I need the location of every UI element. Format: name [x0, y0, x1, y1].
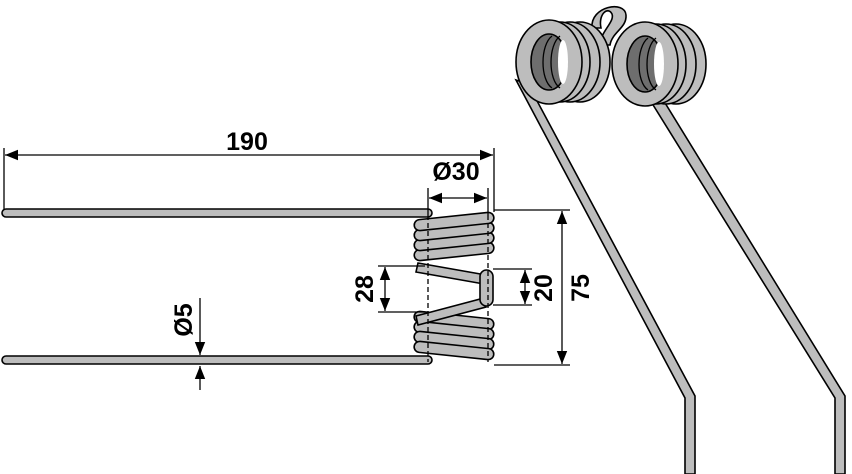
upper-coil — [413, 211, 495, 262]
upper-tine — [1, 208, 433, 218]
lower-tine — [1, 355, 433, 365]
length-dimension: 190 — [226, 128, 268, 156]
dimension-lines: 190 Ø30 28 20 75 Ø5 — [3, 128, 595, 390]
gap-inner-dimension: 20 — [530, 274, 558, 302]
total-height-dimension: 75 — [567, 274, 595, 302]
left-coil — [515, 19, 611, 105]
perspective-view — [514, 6, 846, 474]
center-loop — [415, 262, 494, 326]
right-coil — [611, 21, 707, 107]
side-view — [1, 208, 495, 365]
gap-outer-dimension: 28 — [351, 275, 379, 303]
wire-diameter-dimension: Ø5 — [170, 303, 198, 336]
coil-diameter-dimension: Ø30 — [432, 158, 479, 186]
right-tine — [648, 97, 846, 474]
